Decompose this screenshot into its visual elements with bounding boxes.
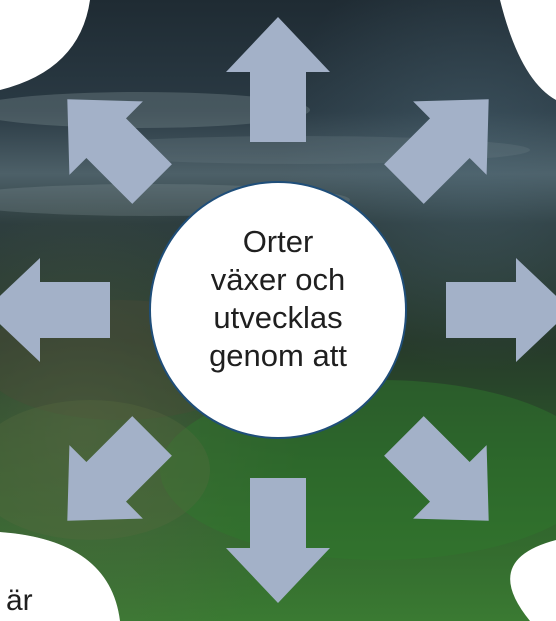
arrow-up-left [67, 99, 172, 204]
arrow-up [226, 17, 330, 142]
center-circle [149, 181, 407, 439]
center-line: utvecklas [213, 300, 343, 335]
arrow-down-left [67, 416, 172, 521]
arrow-down-right [384, 416, 489, 521]
arrow-right [446, 258, 556, 362]
arrow-down [226, 478, 330, 603]
arrow-left [0, 258, 110, 362]
center-label: Orter växer och utvecklas genom att [168, 223, 388, 375]
center-line: Orter [242, 224, 314, 259]
arrows-group [0, 17, 556, 603]
center-line: genom att [209, 338, 347, 373]
center-line: växer och [210, 262, 346, 297]
corner-text-fragment: är [6, 584, 33, 617]
arrow-up-right [384, 99, 489, 204]
